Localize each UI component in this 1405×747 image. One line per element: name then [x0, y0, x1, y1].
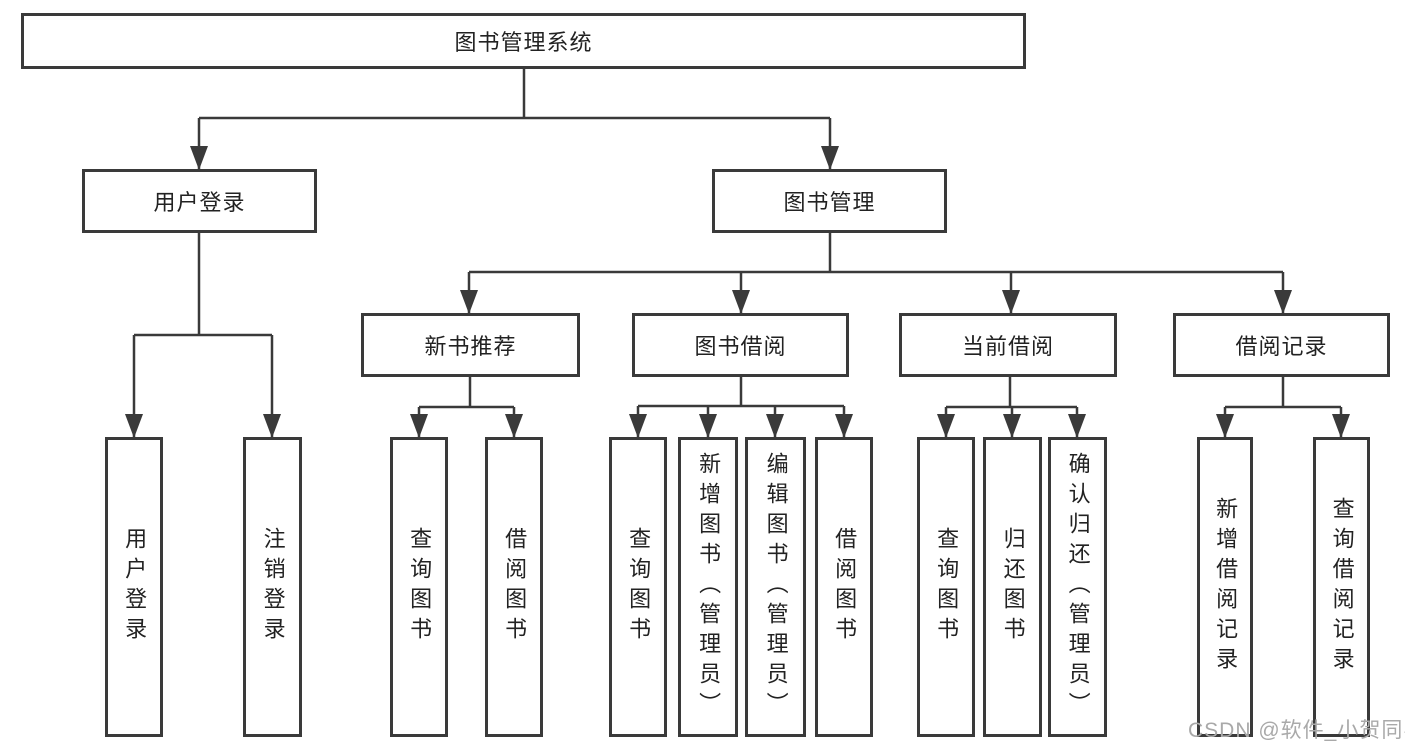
node-label: 用户登录	[122, 527, 148, 647]
node-label: 用户登录	[153, 190, 246, 215]
node-label: 确认归还（管理员）	[1065, 452, 1091, 722]
leaf-borrow-books: 借阅图书	[815, 437, 873, 737]
node-label: 查询图书	[626, 527, 652, 647]
csdn-watermark: CSDN @软件_小贺同学	[1188, 719, 1405, 742]
node-label: 借阅图书	[832, 527, 858, 647]
leaf-query-borrow-record: 查询借阅记录	[1313, 437, 1370, 737]
leaf-query-books-borrow: 查询图书	[609, 437, 667, 737]
leaf-borrow-books-recommend: 借阅图书	[485, 437, 543, 737]
node-label: 查询图书	[934, 527, 960, 647]
node-label: 查询借阅记录	[1329, 497, 1355, 677]
node-label: 图书管理系统	[454, 30, 593, 55]
leaf-logout: 注销登录	[243, 437, 302, 737]
leaf-add-book-admin: 新增图书（管理员）	[678, 437, 738, 737]
node-label: 查询图书	[407, 527, 433, 647]
leaf-return-book: 归还图书	[983, 437, 1042, 737]
node-label: 借阅图书	[502, 527, 528, 647]
node-label: 新增借阅记录	[1213, 497, 1239, 677]
node-label: 新增图书（管理员）	[696, 452, 722, 722]
node-book-borrowing: 图书借阅	[632, 313, 849, 377]
node-label: 注销登录	[260, 527, 286, 647]
node-book-management: 图书管理	[712, 169, 947, 233]
node-label: 当前借阅	[961, 334, 1054, 359]
leaf-query-books-current: 查询图书	[917, 437, 975, 737]
leaf-user-login: 用户登录	[105, 437, 163, 737]
node-user-login: 用户登录	[82, 169, 317, 233]
node-root-library-system: 图书管理系统	[21, 13, 1026, 69]
node-current-borrowing: 当前借阅	[899, 313, 1117, 377]
leaf-add-borrow-record: 新增借阅记录	[1197, 437, 1253, 737]
leaf-edit-book-admin: 编辑图书（管理员）	[745, 437, 806, 737]
node-new-book-recommend: 新书推荐	[361, 313, 580, 377]
leaf-confirm-return-admin: 确认归还（管理员）	[1048, 437, 1107, 737]
node-label: 借阅记录	[1235, 334, 1328, 359]
leaf-query-books-recommend: 查询图书	[390, 437, 448, 737]
node-label: 新书推荐	[424, 334, 517, 359]
node-label: 归还图书	[1000, 527, 1026, 647]
node-borrowing-records: 借阅记录	[1173, 313, 1390, 377]
node-label: 编辑图书（管理员）	[763, 452, 789, 722]
node-label: 图书管理	[783, 190, 876, 215]
node-label: 图书借阅	[694, 334, 787, 359]
